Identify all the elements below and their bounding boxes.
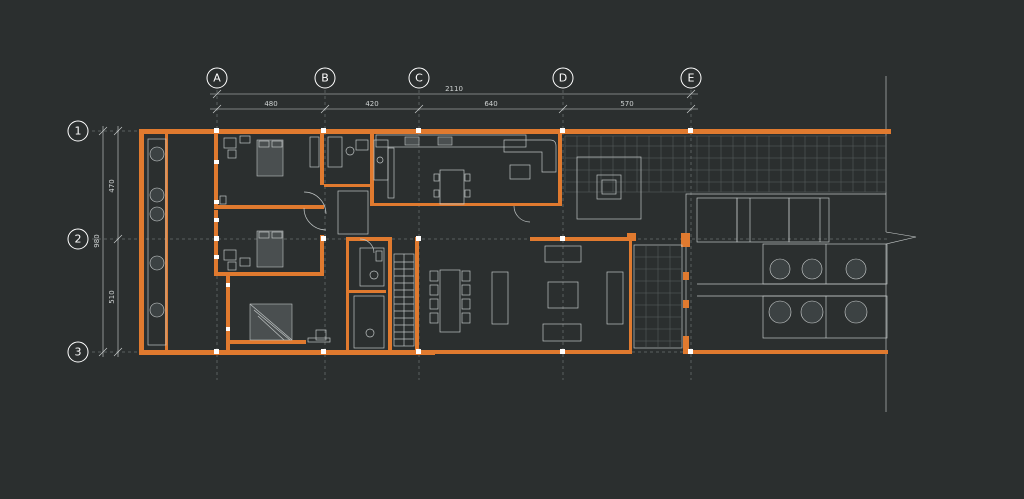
bay-width-dimensions: 480 420 640 570: [210, 100, 698, 114]
bay-width-cd: 640: [484, 100, 497, 108]
garden-strip: [147, 138, 167, 346]
staircase: [393, 253, 415, 347]
row-grid-lines: [92, 130, 890, 353]
overall-width-text: 2110: [445, 85, 463, 93]
overall-depth-text: 980: [93, 234, 101, 247]
overall-depth-dimension: 980: [93, 126, 108, 357]
terrace-tiling: [564, 135, 887, 193]
column-label-d: D: [559, 72, 567, 85]
column-bubble-d: D: [552, 67, 574, 89]
structural-columns: [214, 128, 693, 354]
row-label-3: 3: [75, 346, 82, 359]
porch-tiling: [633, 244, 683, 349]
door-swings: [303, 191, 531, 254]
interior-walls: [214, 133, 690, 354]
bay-width-ab: 480: [264, 100, 277, 108]
terrace-planter-box: [576, 156, 642, 220]
bay-width-bc: 420: [365, 100, 378, 108]
row-label-1: 1: [75, 125, 82, 138]
bedroom-1-furniture: [219, 135, 284, 205]
outdoor-trees: [768, 258, 868, 324]
column-label-b: B: [321, 72, 329, 85]
column-label-c: C: [415, 72, 423, 85]
row-bubble-3: 3: [67, 341, 89, 363]
site-boundary-lines: [885, 76, 917, 412]
column-bubble-e: E: [680, 67, 702, 89]
column-bubble-a: A: [206, 67, 228, 89]
column-label-e: E: [688, 72, 695, 85]
exterior-walls: [139, 129, 891, 355]
bay-width-de: 570: [620, 100, 633, 108]
bay-depth-23: 510: [108, 290, 116, 303]
kitchen-furniture: [375, 134, 557, 205]
column-bubble-b: B: [314, 67, 336, 89]
row-bubble-2: 2: [67, 228, 89, 250]
master-bedroom-furniture: [249, 303, 331, 343]
bay-depth-dimensions: 470 510: [108, 126, 123, 357]
row-bubble-1: 1: [67, 120, 89, 142]
row-label-2: 2: [75, 233, 82, 246]
column-bubble-c: C: [408, 67, 430, 89]
window-marks: [214, 160, 230, 331]
bedroom-2-furniture: [223, 230, 284, 271]
column-label-a: A: [213, 72, 221, 85]
overall-width-dimension: 2110: [210, 85, 698, 99]
living-room-furniture: [429, 245, 624, 342]
bay-depth-12: 470: [108, 179, 116, 192]
